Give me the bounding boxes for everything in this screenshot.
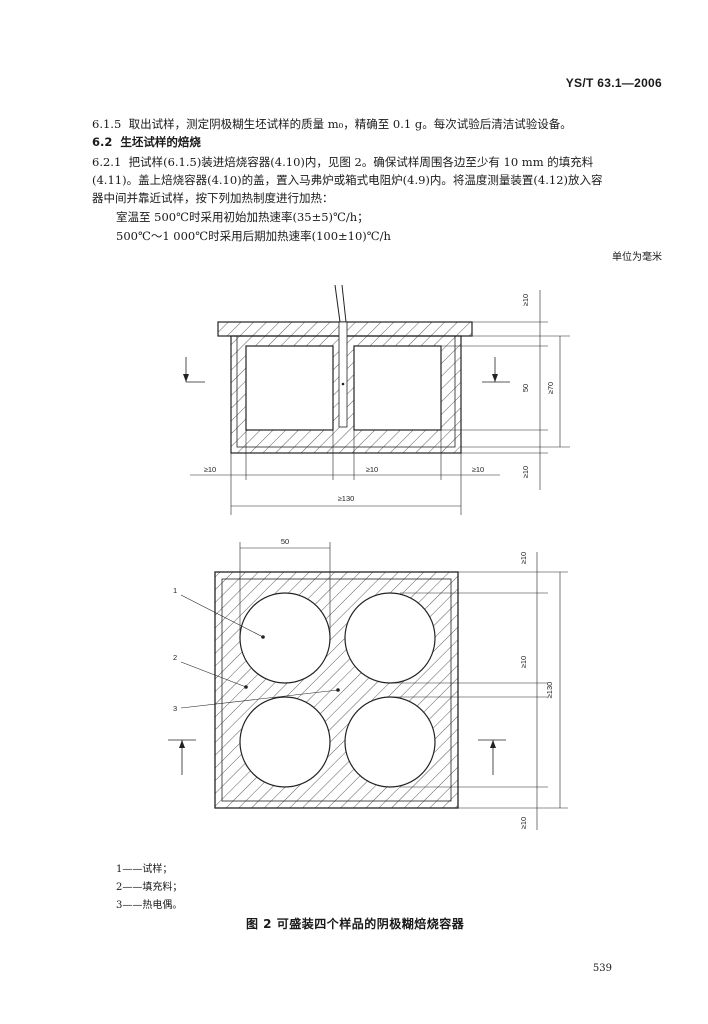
dim-plan-gap-ge10: ≥10 bbox=[519, 656, 528, 668]
crucible-inner-plan bbox=[221, 578, 452, 802]
para-6-1-5: 6.1.5 取出试样，测定阴极糊生坯试样的质量 m₀，精确至 0.1 g。每次试… bbox=[92, 115, 572, 133]
dim-plan-bottom-ge10: ≥10 bbox=[519, 817, 528, 829]
thermocouple-tube bbox=[338, 321, 348, 428]
dim-width-ge130: ≥130 bbox=[338, 494, 355, 503]
sample-circle-bottom-left bbox=[239, 696, 331, 788]
dim-inner-ge70: ≥70 bbox=[546, 382, 555, 394]
sample-circle-top-left bbox=[239, 592, 331, 684]
para-6-2-1-line-3: 器中间并靠近试样，按下列加热制度进行加热： bbox=[92, 191, 334, 205]
para-6-2-1-line-2: (4.11)。盖上焙烧容器(4.10)的盖，置入马弗炉或箱式电阻炉(4.9)内。… bbox=[92, 173, 603, 187]
crucible-figure: ≥10 50 ≥70 ≥10 ≥10 ≥10 ≥10 ≥130 bbox=[168, 284, 570, 830]
heating-rate-initial: 室温至 500℃时采用初始加热速率(35±5)℃/h； bbox=[116, 210, 369, 224]
plan-view: 50 1 2 3 ≥10 ≥10 bbox=[168, 537, 568, 830]
dim-left-wall-ge10: ≥10 bbox=[204, 465, 216, 474]
para-6-1-5-text: 取出试样，测定阴极糊生坯试样的质量 m₀，精确至 0.1 g。每次试验后清洁试验… bbox=[128, 117, 572, 131]
sample-section-left bbox=[245, 345, 334, 431]
legend-item-1: 1——试样； bbox=[116, 864, 173, 875]
legend-item-2: 2——填充料； bbox=[116, 882, 183, 893]
dim-bottom-ge10: ≥10 bbox=[521, 466, 530, 478]
dim-gap-ge10: ≥10 bbox=[366, 465, 378, 474]
dim-plan-top-ge10: ≥10 bbox=[519, 552, 528, 564]
para-6-2-1-number: 6.2.1 bbox=[92, 155, 122, 169]
dim-lid-ge10: ≥10 bbox=[521, 294, 530, 306]
thermocouple-tip bbox=[341, 382, 345, 386]
sample-section-right bbox=[353, 345, 442, 431]
page-number: 539 bbox=[592, 963, 612, 974]
standard-code: YS/T 63.1—2006 bbox=[565, 76, 662, 90]
section-view: ≥10 50 ≥70 ≥10 ≥10 ≥10 ≥10 ≥130 bbox=[183, 284, 570, 515]
figure-caption: 图 2 可盛装四个样品的阴极糊焙烧容器 bbox=[246, 917, 465, 931]
section-6-2-heading: 6.2 生坯试样的焙烧 bbox=[92, 134, 201, 150]
legend-item-3: 3——热电偶。 bbox=[116, 900, 183, 911]
thermocouple-wire-right bbox=[341, 284, 347, 323]
dim-right-wall-ge10: ≥10 bbox=[472, 465, 484, 474]
heating-rate-later: 500℃～1 000℃时采用后期加热速率(100±10)℃/h bbox=[116, 229, 391, 243]
dim-sample-height-50: 50 bbox=[521, 384, 530, 392]
callout-3: 3 bbox=[173, 704, 177, 713]
sample-circle-top-right bbox=[344, 592, 436, 684]
para-6-2-1-line-1: 6.2.1 把试样(6.1.5)装进焙烧容器(4.10)内，见图 2。确保试样周… bbox=[92, 153, 593, 171]
para-6-2-1-text-1: 把试样(6.1.5)装进焙烧容器(4.10)内，见图 2。确保试样周围各边至少有… bbox=[128, 155, 594, 169]
callout-1: 1 bbox=[173, 586, 177, 595]
para-6-1-5-number: 6.1.5 bbox=[92, 117, 122, 131]
callout-2: 2 bbox=[173, 653, 177, 662]
unit-note: 单位为毫米 bbox=[612, 252, 662, 263]
dim-diameter-50: 50 bbox=[281, 537, 289, 546]
section-6-2-number: 6.2 bbox=[92, 135, 113, 149]
section-6-2-title: 生坯试样的焙烧 bbox=[120, 135, 201, 149]
thermocouple-wire-left bbox=[334, 284, 341, 323]
sample-circle-bottom-right bbox=[344, 696, 436, 788]
dim-plan-ge130: ≥130 bbox=[545, 682, 554, 699]
